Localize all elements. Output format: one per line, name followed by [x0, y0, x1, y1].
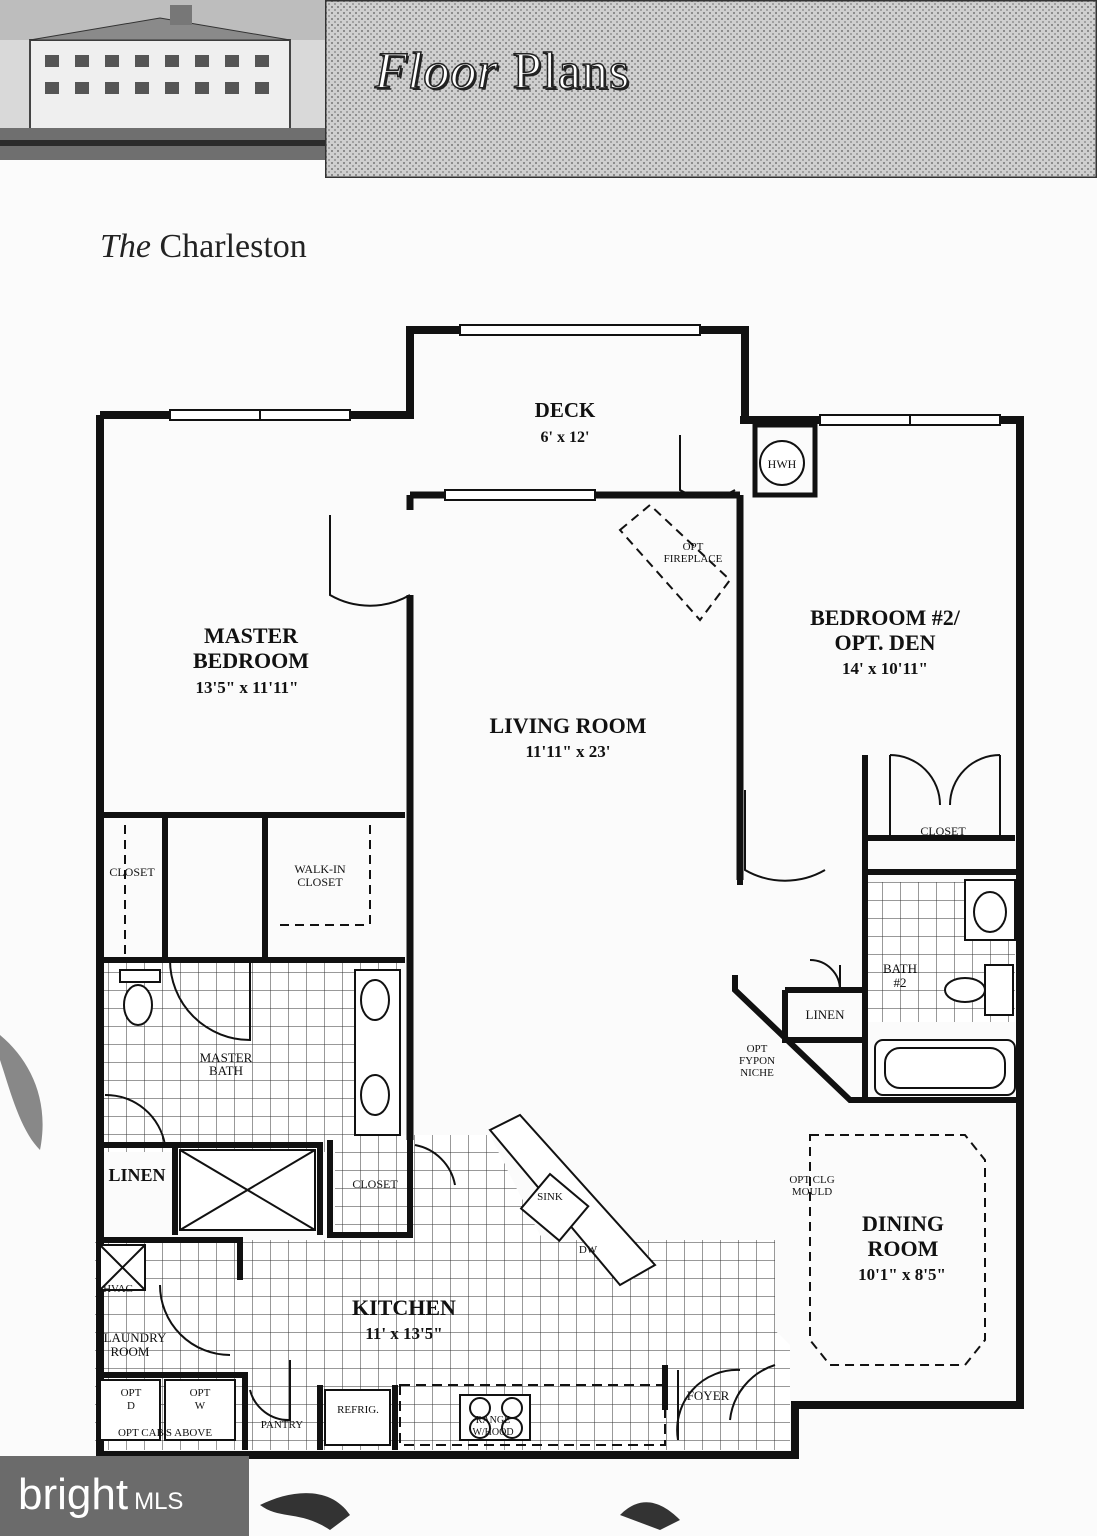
scan-smudges [0, 1035, 680, 1530]
fypon-label-1: OPT [747, 1043, 768, 1055]
master-linen-label: LINEN [108, 1165, 165, 1185]
living-room-dims: 11'11" x 23' [525, 742, 610, 761]
opt-w-label-1: OPT [190, 1387, 211, 1399]
bath2-linen-label: LINEN [806, 1007, 846, 1022]
range-label-2: W/HOOD [472, 1427, 513, 1438]
plan-name-italic: The [100, 228, 151, 265]
master-bath-label-1: MASTER [200, 1050, 253, 1065]
opt-w-label-2: W [195, 1400, 206, 1412]
laundry-label-2: ROOM [110, 1344, 149, 1359]
pantry-label: PANTRY [261, 1419, 303, 1431]
opt-cabs-label: OPT CAB'S ABOVE [118, 1427, 212, 1439]
logo-brand: bright [18, 1470, 129, 1519]
fypon-label-3: NICHE [740, 1067, 774, 1079]
water-heater [759, 440, 805, 486]
kitchen-dims: 11' x 13'5" [365, 1324, 442, 1343]
fixtures [99, 440, 1016, 1446]
foyer-label: FOYER [687, 1388, 730, 1403]
walkin-label-1: WALK-IN [294, 862, 346, 876]
opt-clg-label-2: MOULD [792, 1186, 832, 1198]
room-labels: DECK 6' x 12' HWH OPT FIREPLACE MASTER B… [103, 398, 966, 1439]
door-swings [104, 435, 1001, 1441]
windows [169, 324, 1001, 501]
floor-plans-title: Floor Plans [374, 42, 631, 101]
kitchen-label: KITCHEN [352, 1295, 456, 1320]
bedroom2-label-2: OPT. DEN [834, 630, 935, 655]
range-label-1: RANGE [476, 1415, 510, 1426]
opt-clg-label-1: OPT CLG [789, 1174, 834, 1186]
bedroom2-label-1: BEDROOM #2/ [810, 605, 961, 630]
fypon-label-2: FYPON [739, 1055, 775, 1067]
master-closet-label: CLOSET [109, 865, 155, 879]
hall-closet-label: CLOSET [352, 1177, 398, 1191]
title-italic: Floor [374, 42, 499, 101]
refrig-label: REFRIG. [337, 1404, 379, 1416]
plan-name: The Charleston [100, 228, 307, 266]
laundry-label-1: LAUNDRY [104, 1330, 167, 1345]
header-banner [325, 0, 1097, 178]
fireplace-label-2: FIREPLACE [664, 553, 723, 565]
optional-features [124, 503, 986, 1366]
bath2-label-2: #2 [894, 975, 907, 990]
walkin-label-2: CLOSET [297, 875, 343, 889]
deck-dims: 6' x 12' [541, 429, 590, 446]
deck-label: DECK [535, 398, 596, 422]
building-photo [0, 0, 325, 160]
logo-suffix: MLS [134, 1488, 184, 1515]
living-room-label: LIVING ROOM [489, 713, 646, 738]
dining-room-label-1: DINING [862, 1211, 944, 1236]
master-bedroom-label-1: MASTER [204, 623, 299, 648]
fireplace-label-1: OPT [683, 541, 704, 553]
title-rest: Plans [512, 42, 631, 101]
hwh-label: HWH [768, 457, 797, 471]
bedroom2-dims: 14' x 10'11" [842, 659, 928, 678]
sink-label: SINK [537, 1191, 563, 1203]
master-bedroom-dims: 13'5" x 11'11" [196, 678, 299, 697]
hvac-label: HVAC [103, 1283, 133, 1295]
master-bath-label-2: BATH [209, 1063, 243, 1078]
master-bedroom-label-2: BEDROOM [193, 648, 309, 673]
dining-room-dims: 10'1" x 8'5" [858, 1265, 946, 1284]
bedroom2-closet-label: CLOSET [920, 824, 966, 838]
opt-d-label-1: OPT [121, 1387, 142, 1399]
plan-name-rest: Charleston [159, 228, 307, 265]
bath2-label-1: BATH [883, 961, 917, 976]
opt-d-label-2: D [127, 1400, 135, 1412]
dining-room-label-2: ROOM [868, 1236, 939, 1261]
dw-label: DW [579, 1244, 598, 1256]
